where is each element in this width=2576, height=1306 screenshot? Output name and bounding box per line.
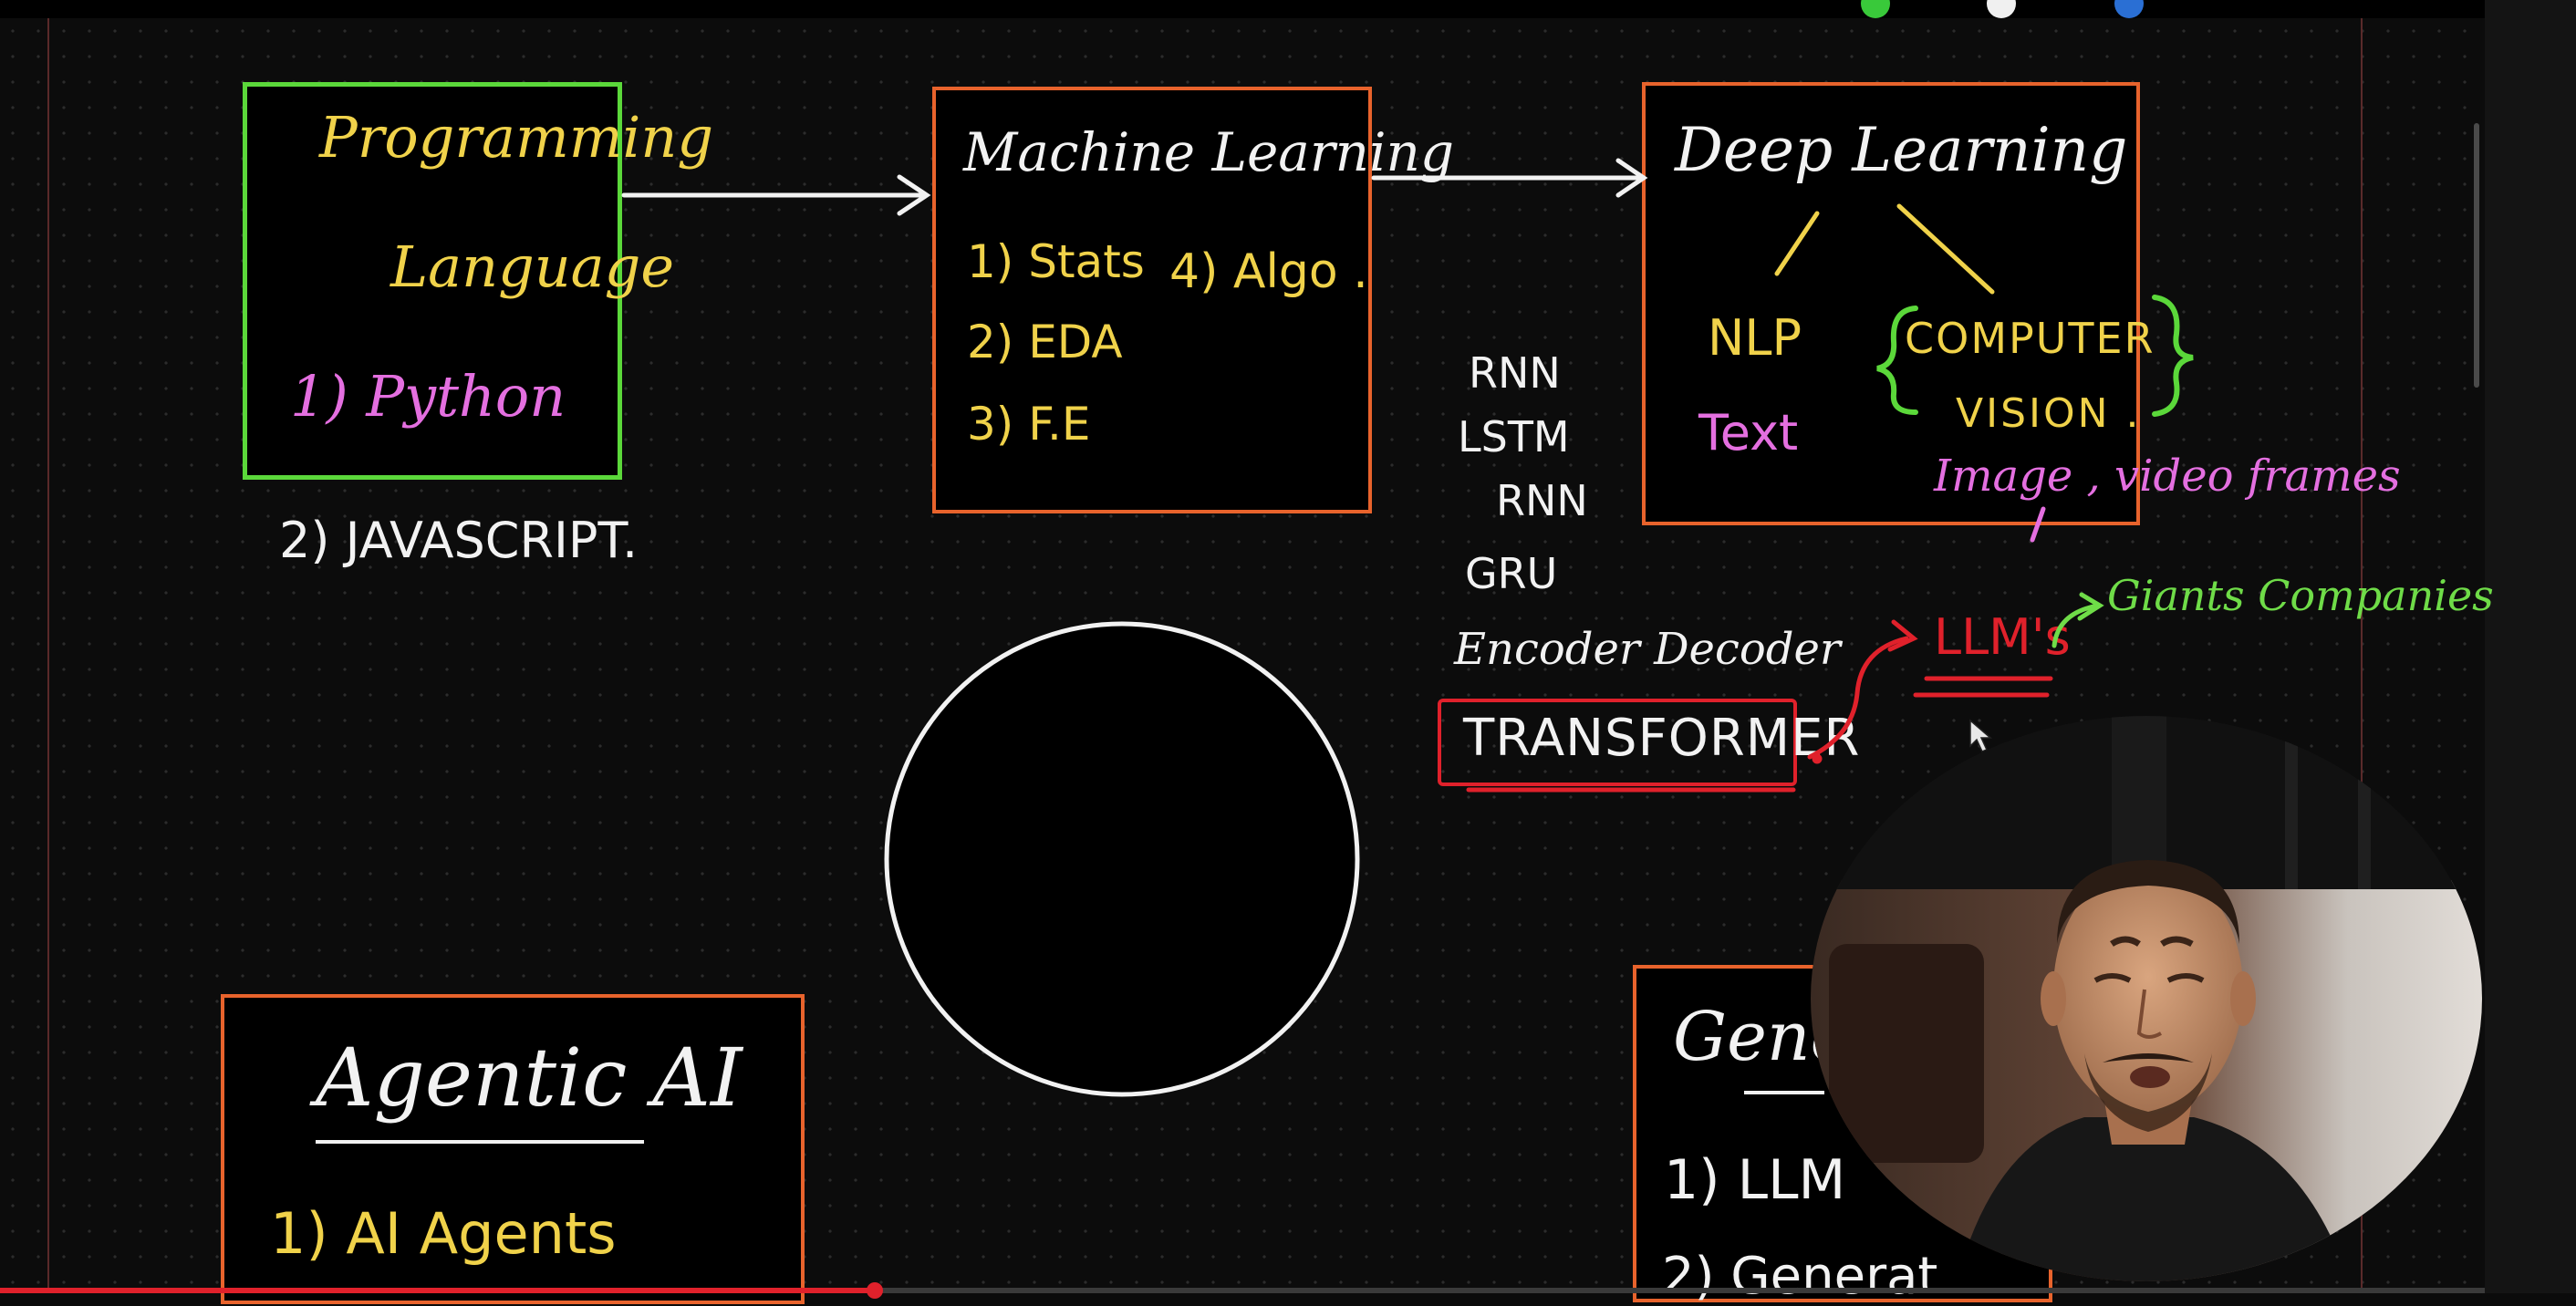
- left-guide-line: [47, 18, 49, 1290]
- ml-item-algo: 4) Algo .: [1169, 244, 1368, 299]
- video-progress-fill: [0, 1288, 875, 1293]
- deep-learning-box: [1642, 82, 2140, 525]
- transformer-box: [1438, 699, 1797, 786]
- arrow-ml-to-dl: [1371, 158, 1648, 198]
- presenter-figure: [1811, 716, 2482, 1281]
- side-strip: [2485, 0, 2576, 1293]
- arrow-prog-to-ml: [621, 174, 931, 216]
- llms-underline: [1913, 676, 2053, 698]
- model-encoder-decoder: Encoder Decoder: [1454, 624, 1841, 675]
- agentic-title: Agentic AI: [316, 1031, 743, 1125]
- top-bar: [0, 0, 2485, 18]
- green-tool-icon[interactable]: [1861, 0, 1890, 18]
- dl-cv-line1: COMPUTER: [1905, 314, 2155, 363]
- genai-item-1: 1) LLM: [1664, 1148, 1846, 1212]
- arrow-llms-to-giants: [2051, 592, 2104, 648]
- model-rnn-2: RNN: [1496, 476, 1588, 525]
- scrollbar-thumb[interactable]: [2474, 123, 2479, 388]
- prog-title-line1: Programming: [319, 104, 714, 171]
- arrow-transformer-to-llms: [1807, 619, 1918, 764]
- dl-image-note: Image , video frames: [1934, 451, 2401, 502]
- giants-companies-label: Giants Companies: [2107, 571, 2494, 620]
- prog-item-javascript: 2) JAVASCRIPT.: [279, 512, 639, 569]
- ml-item-fe: 3) F.E: [967, 398, 1091, 451]
- transformer-label: TRANSFORMER: [1463, 709, 1861, 768]
- llms-label: LLM's: [1934, 608, 2071, 666]
- dl-branch-lines: [1774, 203, 1995, 295]
- model-rnn-1: RNN: [1469, 348, 1561, 398]
- white-tool-icon[interactable]: [1987, 0, 2016, 18]
- image-note-tick: [2030, 506, 2046, 543]
- ml-item-stats: 1) Stats: [967, 235, 1145, 288]
- prog-item-python: 1) Python: [290, 363, 566, 430]
- right-guide-line: [2361, 18, 2363, 1290]
- dl-nlp: NLP: [1708, 309, 1802, 367]
- ml-title: Machine Learning: [963, 121, 1455, 183]
- cursor-pointer-icon: [1969, 719, 1993, 752]
- prog-title-line2: Language: [390, 233, 675, 300]
- dl-text: Text: [1698, 404, 1799, 461]
- programming-language-box: [243, 82, 622, 480]
- agentic-item-ai-agents: 1) AI Agents: [270, 1200, 617, 1267]
- presenter-webcam: [1811, 716, 2482, 1281]
- video-progress-bar[interactable]: [0, 1282, 2485, 1299]
- blue-tool-icon[interactable]: [2114, 0, 2144, 18]
- empty-circle-shape: [884, 621, 1360, 1097]
- dl-cv-line2: VISION .: [1956, 390, 2142, 437]
- machine-learning-box: [932, 87, 1372, 513]
- cv-braces: [1876, 295, 2194, 417]
- ml-item-eda: 2) EDA: [967, 316, 1123, 368]
- model-lstm: LSTM: [1458, 412, 1570, 461]
- model-gru: GRU: [1465, 549, 1558, 598]
- dl-title: Deep Learning: [1675, 115, 2128, 185]
- video-scrubber-handle[interactable]: [866, 1282, 883, 1299]
